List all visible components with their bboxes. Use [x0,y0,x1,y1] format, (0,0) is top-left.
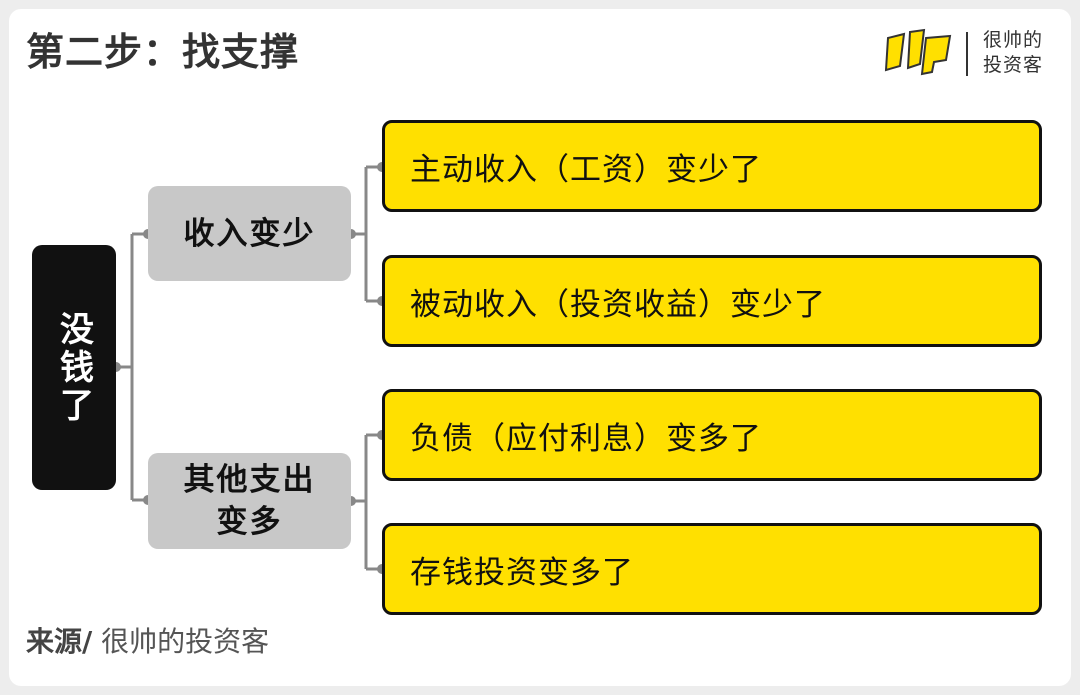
branch-node-label: 收入变少 [183,215,316,252]
source-label: 来源/ [26,625,93,658]
leaf-node-label: 存钱投资变多了 [410,554,634,591]
source-value: 很帅的投资客 [92,625,270,658]
brand-logo-icon [884,28,952,76]
brand-name: 很帅的 投资客 [983,28,1043,78]
leaf-node: 主动收入（工资）变少了 [382,120,1042,212]
leaf-node-label: 主动收入（工资）变少了 [410,151,762,188]
branch-node-expense: 其他支出变多 [148,453,351,549]
root-connector [116,232,148,502]
leaf-node: 负债（应付利息）变多了 [382,389,1042,481]
leaf-node-label: 负债（应付利息）变多了 [410,420,762,457]
root-node-label: 没钱了 [53,310,94,425]
source-caption: 来源/ 很帅的投资客 [26,622,269,662]
page-title: 第二步：找支撑 [26,30,300,74]
branch-node-income: 收入变少 [148,186,351,281]
brand-line-1: 很帅的 [983,29,1044,51]
root-node: 没钱了 [32,245,116,490]
leaf-node-label: 被动收入（投资收益）变少了 [410,286,826,323]
brand-line-2: 投资客 [983,54,1044,76]
brand-divider [966,32,968,76]
branch-1-connector [351,165,382,303]
branch-node-label: 其他支出变多 [183,462,316,540]
branch-2-connector [351,433,382,571]
leaf-node: 被动收入（投资收益）变少了 [382,255,1042,347]
leaf-node: 存钱投资变多了 [382,523,1042,615]
